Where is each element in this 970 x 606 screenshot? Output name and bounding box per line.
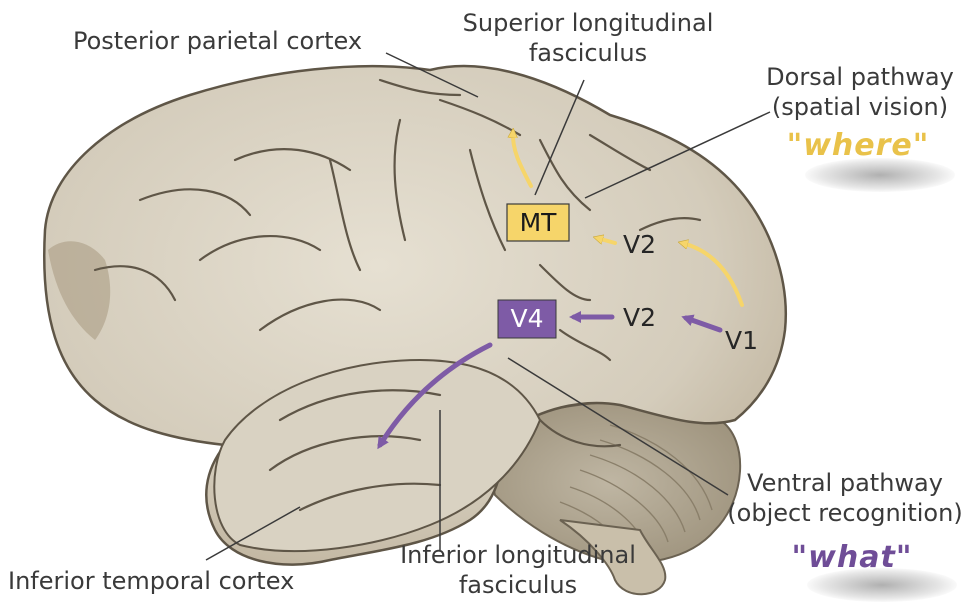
ventral-nickname: "what" xyxy=(792,540,913,575)
posterior-parietal-label: Posterior parietal cortex xyxy=(73,26,362,56)
inferior-longitudinal-label: Inferior longitudinal fasciculus xyxy=(400,540,636,600)
v2-lower-label: V2 xyxy=(623,303,656,332)
ventral-pathway-line-2: (object recognition) xyxy=(727,498,962,528)
dorsal-pathway-label: Dorsal pathway (spatial vision) xyxy=(766,62,954,122)
ventral-pathway-label: Ventral pathway (object recognition) xyxy=(727,468,962,528)
dorsal-pathway-line-1: Dorsal pathway xyxy=(766,62,954,92)
v1-label: V1 xyxy=(725,326,758,355)
superior-longitudinal-line-1: Superior longitudinal xyxy=(463,8,714,38)
dorsal-nickname-shadow xyxy=(805,158,955,192)
v2-upper-label: V2 xyxy=(623,230,656,259)
mt-label: MT xyxy=(507,204,569,241)
ventral-pathway-line-1: Ventral pathway xyxy=(727,468,962,498)
dorsal-nickname: "where" xyxy=(787,128,930,163)
superior-longitudinal-label: Superior longitudinal fasciculus xyxy=(463,8,714,68)
inferior-longitudinal-line-2: fasciculus xyxy=(400,570,636,600)
superior-longitudinal-line-2: fasciculus xyxy=(463,38,714,68)
dorsal-pathway-line-2: (spatial vision) xyxy=(766,92,954,122)
inferior-temporal-label: Inferior temporal cortex xyxy=(8,566,294,596)
v4-label: V4 xyxy=(498,300,556,337)
inferior-longitudinal-line-1: Inferior longitudinal xyxy=(400,540,636,570)
